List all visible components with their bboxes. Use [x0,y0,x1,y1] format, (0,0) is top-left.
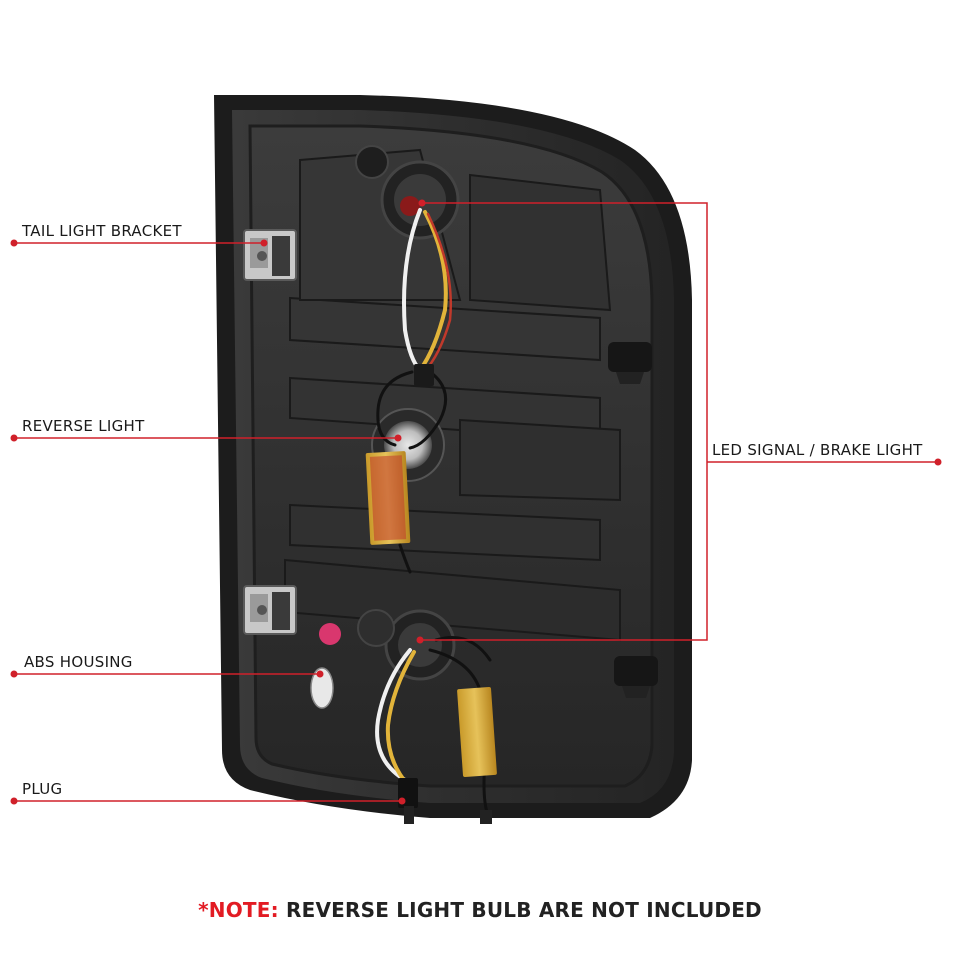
note-text: REVERSE LIGHT BULB ARE NOT INCLUDED [286,898,762,922]
callout-plug: PLUG [22,780,63,798]
callout-dots [10,199,942,805]
led-signal-socket [355,145,460,240]
abs-housing-badge [310,623,341,709]
mounting-stud-upper [608,342,652,384]
load-resistor-upper [365,451,411,545]
callout-abs-housing: ABS HOUSING [24,653,133,671]
callout-leaders [14,202,938,802]
disclaimer-note: *NOTE: REVERSE LIGHT BULB ARE NOT INCLUD… [0,898,960,922]
tail-light-bracket [243,229,297,281]
callout-reverse-light: REVERSE LIGHT [22,417,145,435]
callout-tail-light-bracket: TAIL LIGHT BRACKET [22,222,182,240]
load-resistor-lower [457,687,497,777]
harness-connector [414,364,434,386]
note-prefix: *NOTE: [198,898,279,922]
mounting-stud-lower [614,656,658,698]
callout-led-signal-brake-light: LED SIGNAL / BRAKE LIGHT [712,441,923,459]
lower-bracket [243,585,297,635]
